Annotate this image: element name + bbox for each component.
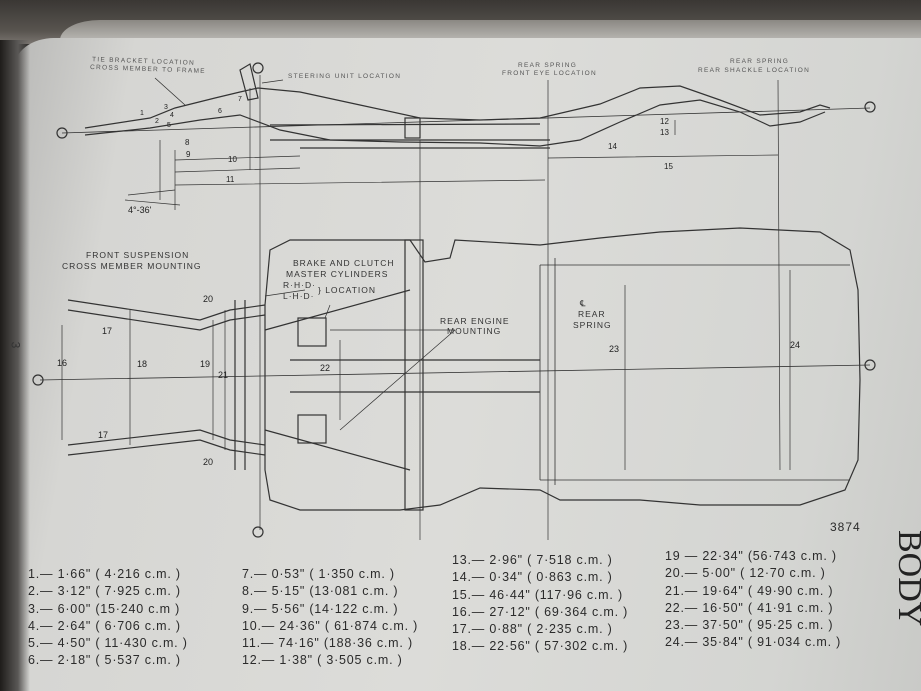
dimension-3: 3 — [164, 104, 168, 111]
legend-item: 22.— 16·50" ( 41·91 c.m. ) — [665, 600, 834, 615]
brake-clutch-label-line1: BRAKE AND CLUTCH — [293, 258, 395, 268]
dimension-16: 16 — [57, 358, 68, 368]
front-suspension-label-line1: FRONT SUSPENSION — [86, 250, 190, 260]
datum-marker-front — [56, 127, 68, 139]
dimension-1: 1 — [140, 110, 144, 117]
rear-spring-cl-line2: SPRING — [573, 320, 612, 330]
legend-item: 4.— 2·64" ( 6·706 c.m. ) — [28, 618, 181, 633]
legend-item: 14.— 0·34" ( 0·863 c.m. ) — [452, 570, 613, 585]
section-tab-body: BODY — [891, 530, 921, 627]
rear-engine-label-line1: REAR ENGINE — [440, 316, 510, 326]
dimension-24: 24 — [790, 340, 801, 350]
dimension-13: 13 — [660, 128, 669, 137]
dimension-4: 4 — [170, 112, 174, 119]
legend-item: 20.— 5·00" ( 12·70 c.m. ) — [665, 566, 826, 581]
rear-spring-cl-line1: REAR — [578, 309, 606, 319]
angle-label: 4°-36' — [128, 205, 152, 215]
dimension-21: 21 — [218, 370, 229, 380]
legend-item: 13.— 2·96" ( 7·518 c.m. ) — [452, 553, 613, 567]
dimension-2: 2 — [155, 118, 159, 125]
legend-item: 11.— 74·16" (188·36 c.m. ) — [242, 636, 413, 651]
dimension-14: 14 — [608, 142, 617, 151]
legend-item: 7.— 0·53" ( 1·350 c.m. ) — [242, 567, 395, 581]
side-elevation-frame — [61, 63, 871, 540]
rear-spring-front-label-line1: REAR SPRING — [518, 62, 578, 69]
legend-column-3: 13.— 2·96" ( 7·518 c.m. ) 14.— 0·34" ( 0… — [452, 552, 628, 656]
legend-item: 3.— 6·00" (15·240 c.m ) — [28, 601, 181, 616]
legend-item: 15.— 46·44" (117·96 c.m. ) — [452, 587, 623, 602]
datum-marker-plan-rear — [864, 359, 876, 371]
dimension-20-bottom: 20 — [203, 457, 214, 467]
datum-marker-plan-front — [32, 374, 44, 386]
dimension-15: 15 — [664, 162, 673, 171]
rear-engine-label-line2: MOUNTING — [447, 326, 502, 336]
legend-item: 16.— 27·12" ( 69·364 c.m. ) — [452, 604, 629, 619]
legend-item: 2.— 3·12" ( 7·925 c.m. ) — [28, 584, 181, 599]
lhd-label: L·H·D· — [283, 291, 315, 301]
legend-item: 6.— 2·18" ( 5·537 c.m. ) — [28, 653, 181, 668]
dimension-12: 12 — [660, 117, 669, 126]
dimension-22: 22 — [320, 363, 331, 373]
front-suspension-label-line2: CROSS MEMBER MOUNTING — [62, 261, 202, 271]
legend-item: 10.— 24·36" ( 61·874 c.m. ) — [242, 618, 419, 633]
dimension-19: 19 — [200, 359, 211, 369]
dimension-17-top: 17 — [102, 326, 113, 336]
page-number: 3 — [8, 341, 23, 349]
location-label: } LOCATION — [318, 285, 377, 295]
figure-number: 3874 — [830, 520, 861, 534]
rear-spring-rear-label-line2: REAR SHACKLE LOCATION — [698, 67, 811, 74]
datum-marker-rear — [864, 101, 876, 113]
legend-item: 24.— 35·84" ( 91·034 c.m. ) — [665, 635, 842, 650]
brake-clutch-label-line2: MASTER CYLINDERS — [286, 269, 389, 279]
legend-item: 8.— 5·15" (13·081 c.m. ) — [242, 584, 399, 599]
dimension-7: 7 — [238, 96, 242, 103]
dimension-20-top: 20 — [203, 294, 214, 304]
rear-spring-front-label-line2: FRONT EYE LOCATION — [502, 70, 598, 77]
dimension-23: 23 — [609, 344, 620, 354]
rhd-label: R·H·D· — [283, 280, 316, 290]
legend-item: 12.— 1·38" ( 3·505 c.m. ) — [242, 653, 403, 668]
dimension-8: 8 — [185, 138, 190, 147]
book-gutter-shadow — [0, 40, 30, 691]
legend-item: 5.— 4·50" ( 11·430 c.m. ) — [28, 636, 188, 651]
datum-marker-plan-bottom — [252, 526, 264, 538]
legend-column-1: 1.— 1·66" ( 4·216 c.m. ) 2.— 3·12" ( 7·9… — [28, 566, 188, 670]
datum-marker-top — [252, 62, 264, 74]
dimension-17-bottom: 17 — [98, 430, 109, 440]
plan-view-body-outline — [39, 227, 871, 511]
centreline-symbol: ℄ — [580, 298, 587, 308]
legend-item: 23.— 37·50" ( 95·25 c.m. ) — [665, 618, 834, 633]
legend-item: 19 — 22·34" (56·743 c.m. ) — [665, 549, 837, 563]
rear-spring-rear-label-line1: REAR SPRING — [730, 58, 790, 65]
legend-item: 21.— 19·64" ( 49·90 c.m. ) — [665, 583, 834, 598]
page-paper — [14, 38, 921, 691]
legend-item: 1.— 1·66" ( 4·216 c.m. ) — [28, 567, 181, 581]
legend-item: 18.— 22·56" ( 57·302 c.m. ) — [452, 639, 629, 654]
legend-item: 9.— 5·56" (14·122 c.m. ) — [242, 601, 399, 616]
legend-column-4: 19 — 22·34" (56·743 c.m. ) 20.— 5·00" ( … — [665, 548, 841, 652]
legend-item: 17.— 0·88" ( 2·235 c.m. ) — [452, 622, 613, 637]
dimension-6: 6 — [218, 108, 222, 115]
dimension-11: 11 — [226, 175, 235, 184]
steering-unit-label: STEERING UNIT LOCATION — [288, 73, 402, 80]
dimension-18: 18 — [137, 359, 148, 369]
dimension-10: 10 — [228, 155, 237, 164]
dimension-5: 5 — [167, 122, 171, 129]
legend-column-2: 7.— 0·53" ( 1·350 c.m. ) 8.— 5·15" (13·0… — [242, 566, 418, 670]
dimension-9: 9 — [186, 150, 191, 159]
